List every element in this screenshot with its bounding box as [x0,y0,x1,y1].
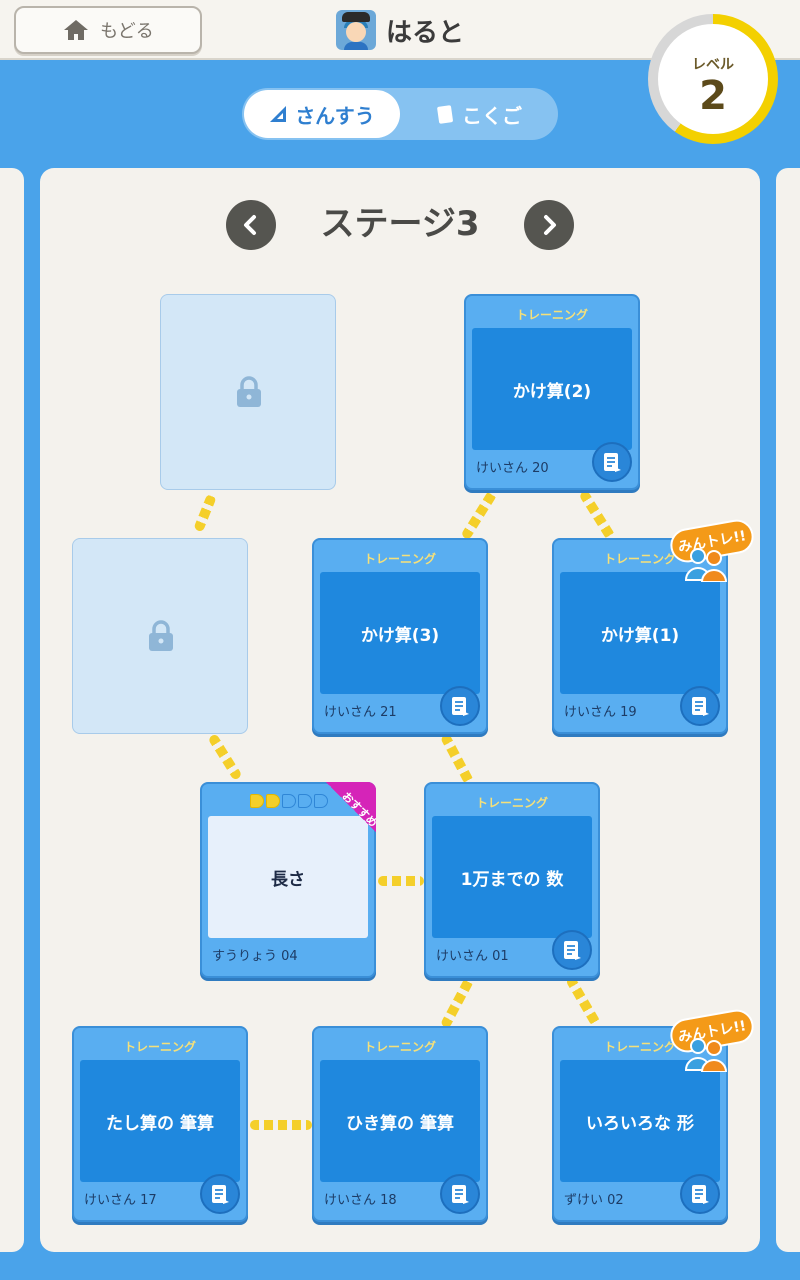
lock-icon [149,620,173,651]
card-code: けいさん 19 [564,705,637,720]
tab-japanese-label: こくご [462,103,522,128]
card-code: けいさん 17 [84,1193,157,1208]
worksheet-button[interactable] [200,1174,240,1214]
card-title: 1万までの 数 [460,869,564,890]
card-title: ひき算の 筆算 [346,1113,454,1134]
card-tag: トレーニング [515,308,588,322]
locked-card [160,294,336,490]
card-code: けいさん 01 [436,949,509,964]
level-badge: レベル 2 [648,14,778,144]
card-title: たし算の 筆算 [106,1113,214,1134]
worksheet-button[interactable] [592,442,632,482]
card-code: けいさん 20 [476,461,549,476]
progress-pip [282,794,296,808]
next-stage-button[interactable] [524,200,574,250]
path-connector [250,1120,312,1130]
worksheet-button[interactable] [440,686,480,726]
lesson-card-nagasa[interactable]: 長さ すうりょう 04 おすすめ [200,782,376,978]
subject-toggle: さんすう こくご [242,88,558,140]
chevron-left-icon [244,215,256,235]
lesson-card-kakezan-3[interactable]: トレーニング かけ算(3) けいさん 21 [312,538,488,734]
card-code: すうりょう 04 [212,949,298,964]
progress-pip [250,794,264,808]
notebook-icon [437,105,453,124]
people-icon [684,1038,728,1072]
back-button[interactable]: もどる [14,6,202,54]
lesson-card-kakezan-1[interactable]: トレーニング かけ算(1) けいさん 19 [552,538,728,734]
next-stage-panel[interactable] [776,168,800,1252]
card-tag: トレーニング [363,552,436,566]
lock-icon [237,376,261,407]
worksheet-icon [212,1185,229,1204]
card-tag: トレーニング [363,1040,436,1054]
minna-tore-badge: みんトレ!! [667,516,757,582]
tab-math[interactable]: さんすう [244,90,400,138]
card-tag: トレーニング [603,1040,676,1054]
card-code: けいさん 21 [324,705,397,720]
card-tag: トレーニング [123,1040,196,1054]
home-icon [64,20,89,40]
tab-math-label: さんすう [295,103,375,128]
worksheet-icon [452,697,469,716]
tab-japanese[interactable]: こくご [402,90,556,138]
card-code: ずけい 02 [564,1193,624,1208]
worksheet-icon [692,1185,709,1204]
lesson-card-tashizan[interactable]: トレーニング たし算の 筆算 けいさん 17 [72,1026,248,1222]
worksheet-icon [692,697,709,716]
people-icon [684,548,728,582]
prev-stage-panel[interactable] [0,168,24,1252]
recommended-badge: おすすめ [326,782,376,832]
worksheet-icon [452,1185,469,1204]
triangle-ruler-icon [270,106,287,122]
worksheet-button[interactable] [680,686,720,726]
chevron-right-icon [544,215,556,235]
level-number: 2 [699,73,727,119]
progress-indicator [250,794,328,808]
avatar [336,10,376,50]
worksheet-icon [604,453,621,472]
lesson-card-ichiman[interactable]: トレーニング 1万までの 数 けいさん 01 [424,782,600,978]
level-label: レベル [692,57,734,73]
card-tag: トレーニング [603,552,676,566]
user-info: はると [336,10,464,50]
progress-pip [298,794,312,808]
worksheet-button[interactable] [440,1174,480,1214]
card-title: いろいろな 形 [586,1113,694,1134]
user-name: はると [386,17,465,48]
card-tag: トレーニング [475,796,548,810]
locked-card [72,538,248,734]
stage-title: ステージ3 [320,204,480,244]
top-bar: もどる はると [0,0,800,60]
worksheet-button[interactable] [552,930,592,970]
progress-pip [266,794,280,808]
card-title: かけ算(3) [360,625,440,646]
card-title: かけ算(2) [512,381,592,402]
minna-tore-badge: みんトレ!! [667,1006,757,1072]
prev-stage-button[interactable] [226,200,276,250]
lesson-card-hikizan[interactable]: トレーニング ひき算の 筆算 けいさん 18 [312,1026,488,1222]
card-title: 長さ [271,869,305,890]
worksheet-button[interactable] [680,1174,720,1214]
path-connector [378,876,424,886]
card-code: けいさん 18 [324,1193,397,1208]
card-title: かけ算(1) [600,625,680,646]
worksheet-icon [564,941,581,960]
back-label: もどる [100,21,154,42]
lesson-card-kakezan-2[interactable]: トレーニング かけ算(2) けいさん 20 [464,294,640,490]
